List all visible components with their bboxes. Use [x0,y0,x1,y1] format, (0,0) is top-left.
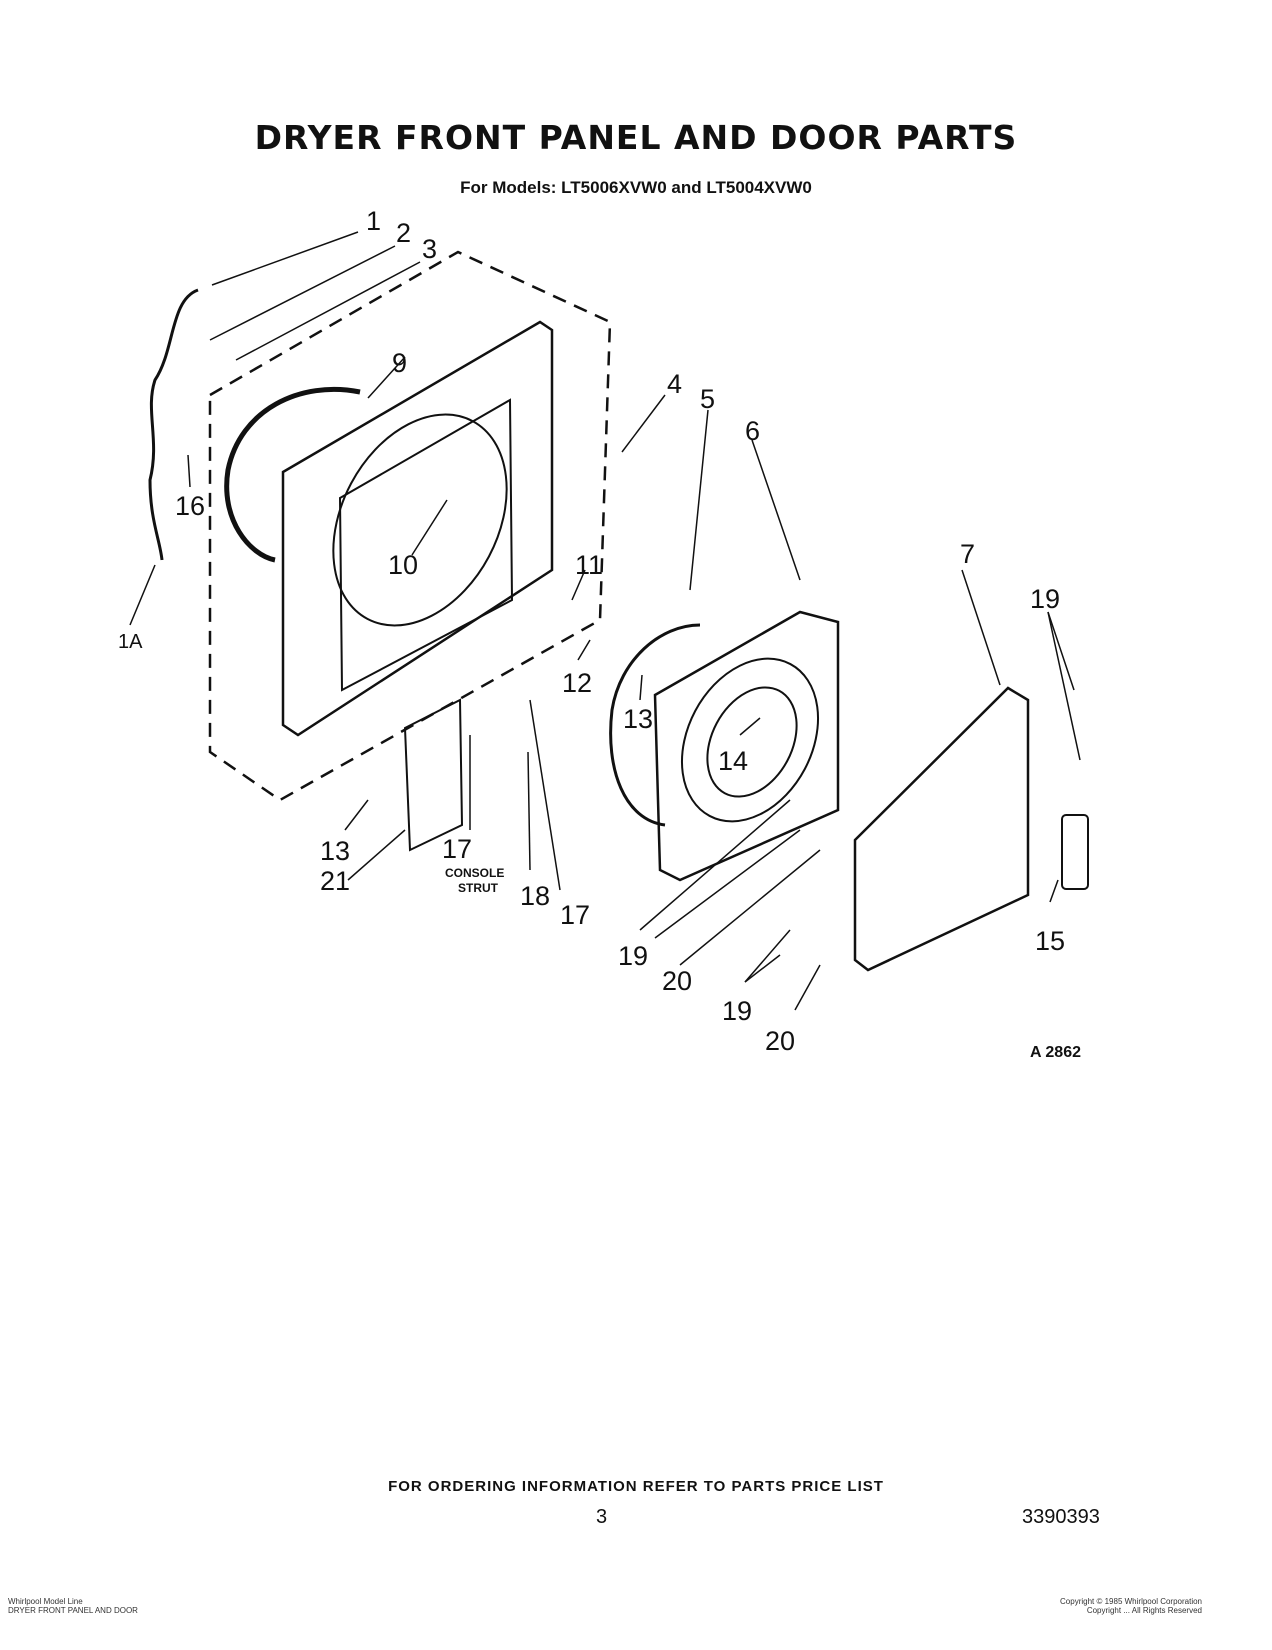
door-window [680,657,820,823]
callout-12: 12 [562,668,592,698]
figure-code: A 2862 [1030,1044,1081,1061]
callout-19-bottom: 19 [722,996,752,1026]
callout-1a: 1A [118,631,143,653]
callout-17-left: 17 [442,834,472,864]
callout-5: 5 [700,384,715,414]
callout-13-door: 13 [623,704,653,734]
front-panel-opening [332,413,508,627]
bottom-left-line-2: DRYER FRONT PANEL AND DOOR [8,1606,138,1615]
callout-7: 7 [960,539,975,569]
door-gasket [609,623,701,827]
callout-2: 2 [396,218,411,248]
console-strut-label-1: CONSOLE [445,866,504,880]
door-inner-panel [653,610,840,882]
leader-lines [129,231,1081,1011]
callout-19-top: 19 [1030,584,1060,614]
bottom-right-line-2: Copyright ... All Rights Reserved [1086,1606,1202,1615]
callout-1: 1 [366,206,381,236]
console-strut-label-2: STRUT [458,881,499,895]
access-panel [403,698,464,852]
callout-9: 9 [392,348,407,378]
callout-19-mid: 19 [618,941,648,971]
callout-6: 6 [745,416,760,446]
document-number: 3390393 [1022,1506,1100,1528]
outer-door [853,686,1030,972]
page-title: DRYER FRONT PANEL AND DOOR PARTS [254,118,1018,157]
callout-20-bottom: 20 [765,1026,795,1056]
callout-3: 3 [422,234,437,264]
callout-10: 10 [388,550,418,580]
callout-13-left: 13 [320,836,350,866]
callout-11: 11 [575,550,603,580]
callout-21: 21 [320,866,350,896]
bottom-left-note: Whirlpool Model Line DRYER FRONT PANEL A… [8,1597,138,1615]
front-panel [281,320,554,737]
ordering-info: FOR ORDERING INFORMATION REFER TO PARTS … [388,1478,884,1495]
cabinet-outline-dashed [208,250,612,802]
callout-15: 15 [1035,926,1065,956]
callout-20-top: 20 [662,966,692,996]
bottom-right-line-1: Copyright © 1985 Whirlpool Corporation [1060,1597,1202,1606]
bottom-left-line-1: Whirlpool Model Line [8,1597,83,1606]
callout-labels: 1 2 3 4 5 6 7 9 10 11 12 13 13 14 15 16 … [118,206,1081,1061]
callout-14: 14 [718,746,748,776]
door-handle [1061,814,1089,890]
door-window-inner [706,686,798,798]
bottom-right-note: Copyright © 1985 Whirlpool Corporation C… [1060,1597,1202,1615]
page-number: 3 [596,1506,608,1528]
callout-4: 4 [667,369,682,399]
drum-seal [224,386,361,563]
front-panel-inner [338,398,514,692]
callout-17-right: 17 [560,900,590,930]
callout-18: 18 [520,881,550,911]
wire-harness [148,288,199,561]
page-subtitle: For Models: LT5006XVW0 and LT5004XVW0 [460,178,812,197]
callout-16: 16 [175,491,205,521]
